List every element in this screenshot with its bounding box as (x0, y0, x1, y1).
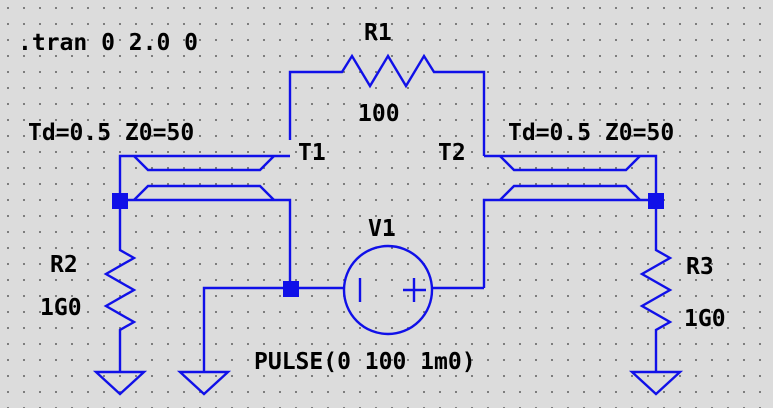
v1-name: V1 (368, 216, 396, 242)
ground-symbol-v1[interactable] (176, 370, 232, 396)
junction-dot-right (648, 193, 664, 209)
t2-name: T2 (438, 140, 466, 166)
junction-dot-left (112, 193, 128, 209)
r1-name: R1 (364, 20, 392, 46)
transmission-line-t2[interactable] (482, 154, 658, 288)
resistor-r2[interactable] (103, 200, 137, 372)
tran-directive[interactable]: .tran 0 2.0 0 (18, 30, 198, 56)
r3-name: R3 (686, 254, 714, 280)
resistor-r3[interactable] (639, 200, 673, 372)
t1-params: Td=0.5 Z0=50 (28, 120, 194, 146)
v1-source: PULSE(0 100 1m0) (254, 349, 476, 375)
ground-symbol-r3[interactable] (628, 370, 684, 396)
resistor-r1[interactable] (288, 53, 486, 156)
t2-params: Td=0.5 Z0=50 (508, 120, 674, 146)
t1-name: T1 (298, 140, 326, 166)
ground-symbol-r2[interactable] (92, 370, 148, 396)
transmission-line-t1[interactable] (118, 154, 292, 288)
r1-value: 100 (358, 101, 400, 127)
junction-dot-center (283, 281, 299, 297)
r2-value: 1G0 (40, 295, 82, 321)
r3-value: 1G0 (684, 306, 726, 332)
r2-name: R2 (50, 252, 78, 278)
wire-v1-ground[interactable] (202, 286, 290, 372)
voltage-source-v1[interactable] (290, 244, 484, 336)
